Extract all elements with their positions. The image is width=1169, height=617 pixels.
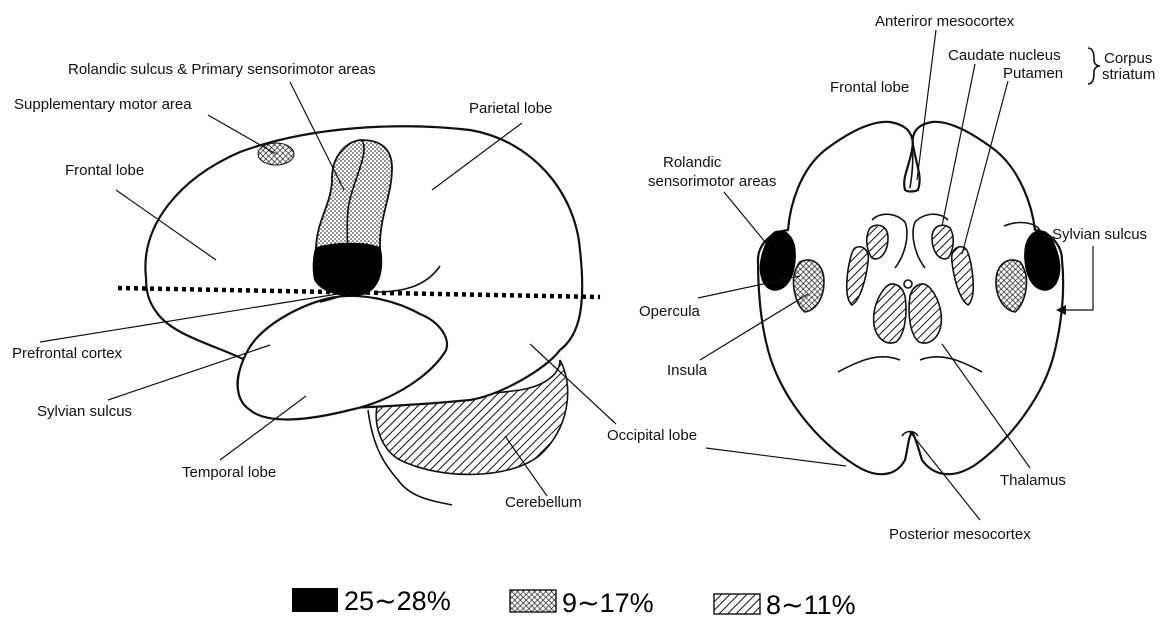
legend-label-diagonal: 8∼11% bbox=[766, 590, 856, 617]
axial-brain-view: Anteriror mesocortex Caudate nucleus Put… bbox=[639, 13, 1155, 543]
label-temporal-lobe: Temporal lobe bbox=[182, 464, 276, 481]
label-cerebellum: Cerebellum bbox=[505, 494, 582, 511]
label-parietal-lobe: Parietal lobe bbox=[469, 100, 552, 117]
lateral-brain-view: Rolandic sulcus & Primary sensorimotor a… bbox=[12, 61, 697, 511]
label-corpus-line2: striatum bbox=[1102, 66, 1155, 83]
label-sylvian-sulcus: Sylvian sulcus bbox=[37, 403, 132, 420]
legend-swatch-solid bbox=[292, 588, 338, 612]
label-supplementary-motor: Supplementary motor area bbox=[14, 96, 192, 113]
legend-label-crosshatch: 9∼17% bbox=[562, 588, 654, 617]
label-posterior-mesocortex: Posterior mesocortex bbox=[889, 526, 1031, 543]
legend-swatch-crosshatch bbox=[510, 590, 556, 612]
leader-rolandic-axial bbox=[724, 192, 770, 248]
legend: 25∼28% 9∼17% 8∼11% bbox=[292, 586, 856, 617]
legend-label-solid: 25∼28% bbox=[344, 586, 451, 616]
label-caudate-nucleus: Caudate nucleus bbox=[948, 47, 1061, 64]
label-occipital-lobe: Occipital lobe bbox=[607, 427, 697, 444]
label-prefrontal-cortex: Prefrontal cortex bbox=[12, 345, 123, 362]
label-corpus-line1: Corpus bbox=[1104, 50, 1152, 67]
leader-occipital-axial bbox=[706, 448, 846, 466]
label-frontal-lobe: Frontal lobe bbox=[65, 162, 144, 179]
label-putamen: Putamen bbox=[1003, 65, 1063, 82]
label-opercula: Opercula bbox=[639, 303, 701, 320]
rolandic-black-area bbox=[313, 244, 381, 296]
label-rolandic-line1: Rolandic bbox=[663, 154, 722, 171]
label-rolandic-line2: sensorimotor areas bbox=[648, 173, 776, 190]
legend-swatch-diagonal bbox=[714, 594, 760, 614]
label-sylvian-sulcus-axial: Sylvian sulcus bbox=[1052, 226, 1147, 243]
leader-sylvian-arrow bbox=[1060, 246, 1093, 310]
label-thalamus: Thalamus bbox=[1000, 472, 1066, 489]
label-frontal-lobe-axial: Frontal lobe bbox=[830, 79, 909, 96]
label-anterior-mesocortex: Anteriror mesocortex bbox=[875, 13, 1015, 30]
corpus-striatum-brace bbox=[1088, 48, 1100, 84]
label-rolandic-sulcus: Rolandic sulcus & Primary sensorimotor a… bbox=[68, 61, 376, 78]
label-insula: Insula bbox=[667, 362, 708, 379]
leader-supplementary bbox=[208, 115, 276, 154]
